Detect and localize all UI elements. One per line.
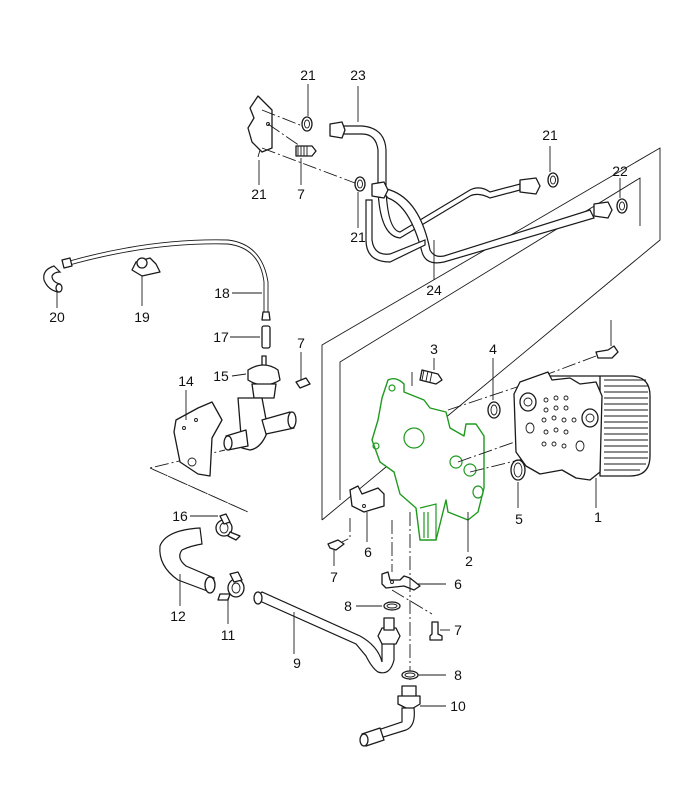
callout-2[interactable]: 2 [465,553,473,569]
bracket-6-upper[interactable] [349,485,385,513]
bracket-20[interactable] [247,95,273,158]
callout-19[interactable]: 20 [49,309,65,325]
callout-4[interactable]: 4 [489,341,497,357]
connector-16[interactable] [261,325,271,349]
callout-7[interactable]: 7 [297,335,305,351]
oil-cooler-housing-2[interactable] [371,377,485,541]
leader-lines [56,84,621,707]
callout-21[interactable]: 21 [350,229,366,245]
oring-21-a[interactable] [301,116,313,132]
callout-15[interactable]: 16 [172,508,188,524]
callout-22[interactable]: 23 [350,67,366,83]
bolt-24[interactable] [595,345,619,359]
oring-21-c[interactable] [547,172,559,188]
oil-line-22[interactable] [329,121,541,239]
bracket-13[interactable] [173,401,223,477]
callout-18[interactable]: 19 [134,309,150,325]
holder-18[interactable] [131,257,161,277]
bolt-7-lower[interactable] [429,621,443,641]
callout-17[interactable]: 18 [214,285,230,301]
oring-21-d[interactable] [616,198,628,214]
callout-21[interactable]: 22 [612,163,628,179]
elbow-fitting-9[interactable] [359,685,421,747]
callout-7[interactable]: 7 [330,569,338,585]
clamp-11[interactable] [217,571,245,601]
oring-4[interactable] [487,401,501,419]
oring-8-upper[interactable] [383,601,401,611]
callout-21[interactable]: 21 [300,67,316,83]
callout-1[interactable]: 1 [594,509,602,525]
bolt-7-mid[interactable] [327,539,345,551]
callout-labels: 21 23 21 7 21 21 22 24 20 19 18 17 15 7 … [49,67,628,714]
callout-10[interactable]: 9 [293,655,301,671]
vacuum-valve-14[interactable] [223,355,297,451]
bolt-7-top[interactable] [295,145,317,157]
coolant-pipe-10[interactable] [253,591,401,674]
callout-3[interactable]: 3 [430,341,438,357]
callout-9[interactable]: 10 [450,698,466,714]
callout-5[interactable]: 5 [515,511,523,527]
hose-12[interactable] [159,527,216,594]
callout-8[interactable]: 8 [454,667,462,683]
callout-23[interactable]: 24 [426,282,442,298]
bolt-7-valve[interactable] [295,377,311,389]
elbow-hose-19[interactable] [43,265,63,293]
callout-11[interactable]: 11 [221,627,236,643]
oil-cooler-1[interactable] [513,371,651,481]
oring-8-lower[interactable] [401,670,419,680]
oring-5[interactable] [510,459,526,481]
bolt-3[interactable] [419,369,443,385]
callout-8[interactable]: 8 [344,598,352,614]
callout-12[interactable]: 12 [170,608,186,624]
callout-16[interactable]: 17 [213,329,229,345]
oil-line-23[interactable] [365,181,613,264]
callout-6[interactable]: 6 [454,576,462,592]
callout-20[interactable]: 21 [251,186,267,202]
clamp-15[interactable] [215,513,241,541]
callout-7[interactable]: 7 [297,186,305,202]
callout-14[interactable]: 15 [213,368,229,384]
bracket-6-lower[interactable] [381,571,421,591]
callout-21[interactable]: 21 [542,127,558,143]
callout-13[interactable]: 14 [178,373,194,389]
callout-6[interactable]: 6 [364,544,372,560]
vacuum-line-17[interactable] [61,239,271,321]
oring-21-b[interactable] [354,176,366,192]
callout-7[interactable]: 7 [454,622,462,638]
